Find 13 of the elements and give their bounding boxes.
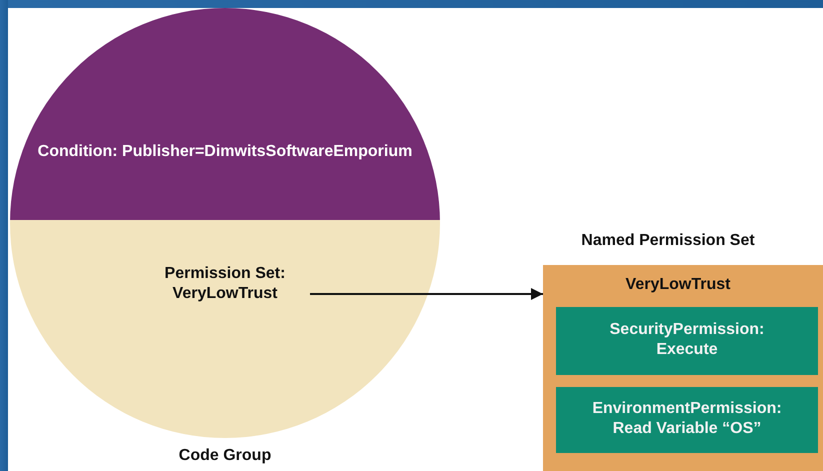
node-label: SecurityPermission: Execute bbox=[608, 320, 766, 360]
node-label: Condition: Publisher=DimwitsSoftwareEmporium bbox=[36, 142, 414, 162]
condition-segment bbox=[10, 8, 440, 220]
box-title: VeryLowTrust bbox=[624, 275, 732, 295]
permission-set-box bbox=[543, 265, 823, 471]
box-heading: Named Permission Set bbox=[580, 231, 756, 251]
node-label: Permission Set: VeryLowTrust bbox=[164, 264, 286, 304]
permission-box bbox=[556, 387, 818, 453]
circle-caption: Code Group bbox=[178, 446, 272, 466]
permission-box bbox=[556, 307, 818, 375]
code-group-circle bbox=[10, 8, 440, 438]
node-label: EnvironmentPermission: Read Variable “OS” bbox=[591, 399, 783, 439]
arrow bbox=[310, 288, 543, 300]
